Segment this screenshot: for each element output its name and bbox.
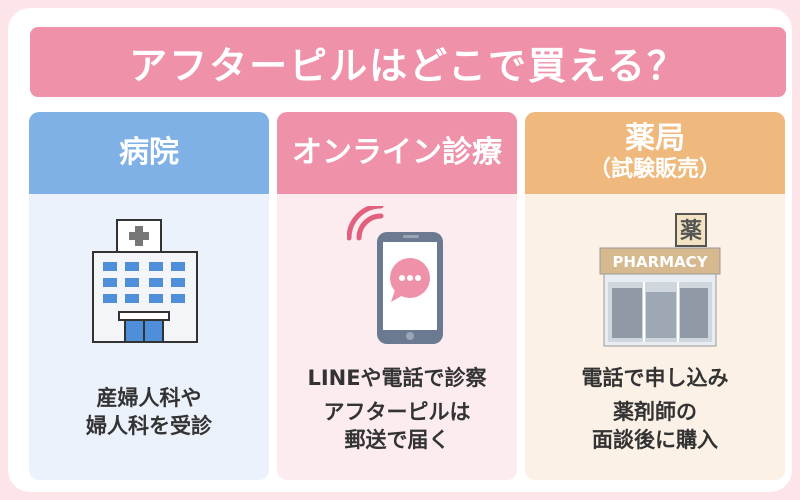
description-line: 郵送で届く: [344, 428, 450, 452]
description-line: 薬剤師の: [613, 400, 697, 424]
card-online-description: LINEや電話で診察 アフターピルは 郵送で届く: [277, 364, 517, 454]
card-pharmacy-heading: 薬局: [625, 121, 685, 156]
card-hospital-body: 産婦人科や 婦人科を受診: [29, 194, 269, 480]
description-line-main: LINEや電話で診察: [307, 366, 487, 390]
title-banner: アフターピルはどこで買える？: [30, 27, 786, 97]
card-hospital-heading: 病院: [119, 135, 179, 170]
pharmacy-store-icon: 薬 PHARMACY: [599, 213, 721, 347]
card-online-body: LINEや電話で診察 アフターピルは 郵送で届く: [277, 194, 517, 480]
description-line: 婦人科を受診: [86, 414, 212, 438]
card-online: オンライン診療 LINEや電話で診察 アフターピルは 郵送で届く: [277, 112, 517, 480]
hospital-building-icon: [92, 219, 198, 343]
card-online-header: オンライン診療: [277, 112, 517, 194]
card-hospital-description: 産婦人科や 婦人科を受診: [29, 384, 269, 440]
card-pharmacy-description: 電話で申し込み 薬剤師の 面談後に購入: [525, 364, 785, 454]
description-line: アフターピルは: [323, 400, 471, 424]
card-frame: アフターピルはどこで買える？ 病院 産婦人科や: [8, 8, 792, 492]
card-pharmacy-body: 薬 PHARMACY 電話で申し込み 薬剤師の 面談後に購入: [525, 194, 785, 480]
card-online-heading: オンライン診療: [292, 135, 502, 170]
card-pharmacy: 薬局 （試験販売） 薬 PHARMACY 電話で申し込み 薬剤師の 面談後に購入: [525, 112, 785, 480]
card-pharmacy-header: 薬局 （試験販売）: [525, 112, 785, 194]
pharmacy-badge-text: 薬: [680, 219, 702, 244]
description-line: 面談後に購入: [592, 428, 718, 452]
page-title: アフターピルはどこで買える？: [129, 43, 687, 88]
card-pharmacy-subheading: （試験販売）: [588, 157, 721, 182]
card-hospital-header: 病院: [29, 112, 269, 194]
card-hospital: 病院 産婦人科や 婦人科を受診: [29, 112, 269, 480]
description-line: 産婦人科や: [96, 386, 202, 410]
pharmacy-sign-text: PHARMACY: [612, 253, 708, 271]
smartphone-chat-icon: [347, 206, 443, 344]
description-line-main: 電話で申し込み: [581, 366, 729, 390]
